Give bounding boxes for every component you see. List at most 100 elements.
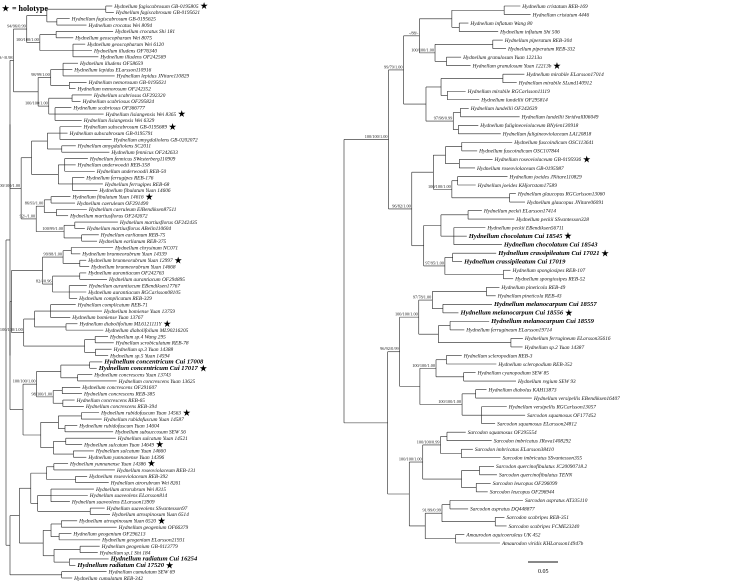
taxon-label: Hydnellum earlianum REB-375	[98, 239, 166, 245]
taxon-label: Hydnellum regium SEW 93	[517, 379, 576, 385]
support-value: 100/100/1.00	[428, 184, 451, 189]
taxon-label: Hydnellum scabriosus OF295824	[82, 99, 155, 105]
taxon-label: Hydnellum ferrugipes REB-176	[85, 174, 153, 181]
taxon-label: Hydnellum crocatus Wei 8094	[87, 23, 152, 29]
taxon-label: Hydnellum crassipileatum Cui 17021	[497, 250, 599, 257]
taxon-label: Hydnellum lepidus ELarsson110916	[73, 67, 151, 73]
taxon-label: Hydnellum chocolatum Cui 18545	[468, 233, 563, 240]
support-value: 100/100/1.00	[25, 101, 48, 106]
taxon-label: Hydnellum amygdaliolens GB-0202072	[113, 137, 198, 143]
taxon-label: Hydnellum aurantiacum RGCarlsson08105	[87, 290, 181, 296]
taxon-label: Hydnellum complicatum REB-329	[78, 296, 152, 302]
taxon-label: Hydnellum peckii SSvantesson328	[515, 217, 589, 223]
taxon-label: Hydnellum chocolatum Cui 18543	[503, 241, 598, 248]
taxon-label: Hydnellum piperatum REB-332	[507, 46, 575, 52]
support-value: 100/100/1.00	[13, 379, 36, 384]
support-value: 99/79/1.00	[384, 64, 403, 69]
taxon-label: Sarcodon aspratus DQ448877	[470, 507, 535, 513]
taxon-label: Hydnellum melanocarpum Cui 18559	[490, 318, 594, 325]
taxon-label: Hydnellum brunneorubrum Yuan 12997	[87, 258, 173, 264]
taxon-label: Hydnellum crassipileatum Cui 17019	[463, 259, 566, 266]
support-value: 98/99/1.00	[31, 72, 50, 77]
support-value: 98/100/1.00	[32, 391, 53, 396]
taxon-label: Sarcodon squamosus OF177452	[527, 413, 596, 419]
holotype-star-icon: ★	[602, 249, 610, 258]
taxon-label: Hydnellum geoscopharum Wei 6120	[86, 42, 164, 48]
support-value: 100/100/1.00	[0, 327, 23, 332]
holotype-star-icon: ★	[158, 516, 166, 525]
taxon-label: Hydnellum sp.3 Yuan 14388	[113, 347, 174, 353]
legend-holotype-symbol: ★	[2, 4, 10, 13]
support-value: 100/100/1.00	[365, 134, 388, 139]
taxon-label: Sarcodon leucopus OF296099	[493, 481, 558, 487]
taxon-label: Hydnellum atrospinosum Yuan 6514	[111, 512, 189, 518]
taxon-label: Hydnellum aurantiacum OF294895	[108, 277, 185, 283]
taxon-label: Hydnellum sulcatum Yuan 14660	[95, 449, 166, 455]
taxon-label: Hydnellum fennicus SWesterberg110909	[89, 155, 176, 162]
taxon-label: Hydnellum spongiosipes REB-52	[514, 277, 585, 283]
holotype-star-icon: ★	[553, 61, 561, 70]
holotype-star-icon: ★	[178, 110, 186, 119]
taxon-label: Hydnellum subscabrosum GB-0195791	[69, 131, 154, 137]
taxon-label: Hydnellum concrescens Yuan 13625	[118, 379, 196, 385]
taxon-label: Hydnellum cumulatum SEW 69	[108, 569, 176, 575]
taxon-label: Hydnellum atrospinosum Yuan 6520	[78, 519, 156, 525]
taxon-label: Hydnellum subsuccosum SEW 56	[114, 430, 186, 436]
taxon-label: Hydnellum lepidus JNitare110829	[116, 74, 190, 80]
holotype-star-icon: ★	[156, 440, 164, 449]
taxon-label: Sarcodon scabripes REB-351	[506, 515, 569, 521]
taxon-label: Hydnellum joeides KHjortstam17589	[477, 183, 558, 189]
taxon-label: Hydnellum suaveolens ELarsson814	[89, 493, 168, 499]
taxon-label: Hydnellum pineticola REB-43	[497, 294, 562, 300]
holotype-star-icon: ★	[166, 561, 174, 570]
taxon-label: Hydnellum scleropodium REB-3	[463, 353, 533, 359]
taxon-label: Hydnellum peckii ELarsson17414	[483, 208, 556, 214]
holotype-star-icon: ★	[583, 155, 591, 164]
taxon-label: Hydnellum concrescens REB-65	[76, 398, 146, 404]
taxon-label: Hydnellum piperatum REB-304	[504, 38, 572, 44]
taxon-label: Hydnellum sp.1 Shi 184	[99, 550, 151, 556]
support-value: 96/82/1.00	[392, 203, 411, 208]
taxon-label: Hydnellum fuscoindicum OSC113641	[513, 139, 594, 146]
taxon-label: Hydnellum suaveolens SSvantesson97	[106, 506, 188, 512]
support-value: -/88/-	[409, 30, 419, 35]
taxon-label: Hydnellum martiusflorus OF242435	[119, 219, 198, 226]
support-value: 100/100/1.00	[16, 37, 39, 42]
taxon-label: Sarcodon quercinofibulatus TENN	[499, 472, 573, 479]
taxon-label: Sarcodon leucopus OF296944	[490, 490, 555, 496]
taxon-label: Hydnellum concrescens REB-394	[85, 404, 157, 410]
taxon-label: Sarcodon imbricatus SSvantesson355	[502, 456, 582, 462]
taxon-label: Hydnellum concrescens Yuan 13743	[93, 372, 171, 378]
taxon-label: Hydnellum martiusflorus OF242672	[69, 213, 148, 220]
support-value: 99/98/1.00	[44, 252, 63, 257]
taxon-label: Hydnellum yunnanense Yuan 14386	[69, 461, 146, 467]
taxon-label: Sarcodon squamosus OF295554	[468, 430, 537, 436]
support-value: 99/-/0.98	[0, 55, 13, 60]
taxon-label: Hydnellum versipellis RGCarlsson13057	[508, 404, 596, 410]
taxon-label: Hydnellum lisiangensis Wei 8365	[105, 112, 177, 118]
holotype-star-icon: ★	[183, 408, 191, 417]
taxon-label: Hydnellum rubidofuscum Yuan 14604	[78, 422, 159, 429]
taxon-label: Hydnellum fibulatum Yuan 14606	[98, 187, 171, 194]
support-value: 100/99/1.00	[42, 226, 63, 231]
taxon-label: Hydnellum diabolus KAH13873	[488, 387, 557, 393]
taxon-label: Hydnellum caeruleum OF291490	[76, 201, 149, 207]
support-value: 92/-/1.00	[20, 213, 36, 218]
left-tree: 100/100/1.00 94/96/0.99 98/99/1.00 100/100/…	[0, 2, 208, 582]
taxon-label: Hydnellum yunnanense Yuan 14396	[87, 455, 164, 461]
taxon-label: Hydnellum geoscopharum Wei 8075	[74, 36, 152, 42]
taxon-label: Hydnellum radiatum Cui 16254	[110, 556, 198, 563]
taxon-label: Hydnellum mirabile ELarsson17014	[525, 72, 604, 78]
support-value: 94/96/0.99	[7, 24, 26, 29]
taxon-label: Amaurodon aquicoeruleus UK 452	[465, 532, 540, 538]
taxon-label: Sarcodon imbricatus JRova1408292	[494, 439, 572, 445]
taxon-label: Hydnellum illudens OF76340	[93, 48, 157, 54]
taxon-label: Hydnellum underwoodii REB-50	[96, 169, 167, 175]
taxon-label: Hydnellum inflatum Shi 506	[499, 28, 560, 35]
taxon-label: Hydnellum geogenium ELarsson21931	[101, 538, 185, 544]
taxon-label: Hydnellum ferrugineum ELarsson19714	[465, 327, 552, 334]
taxon-label: Sarcodon imbricatus ELarsson38410	[475, 447, 554, 453]
taxon-label: Hydnellum crocatus Shi 181	[114, 29, 175, 35]
taxon-label: Hydnellum fennicus OF242633	[110, 149, 178, 156]
taxon-label: Amaurodon viridis KHLarsson14947b	[501, 541, 584, 547]
